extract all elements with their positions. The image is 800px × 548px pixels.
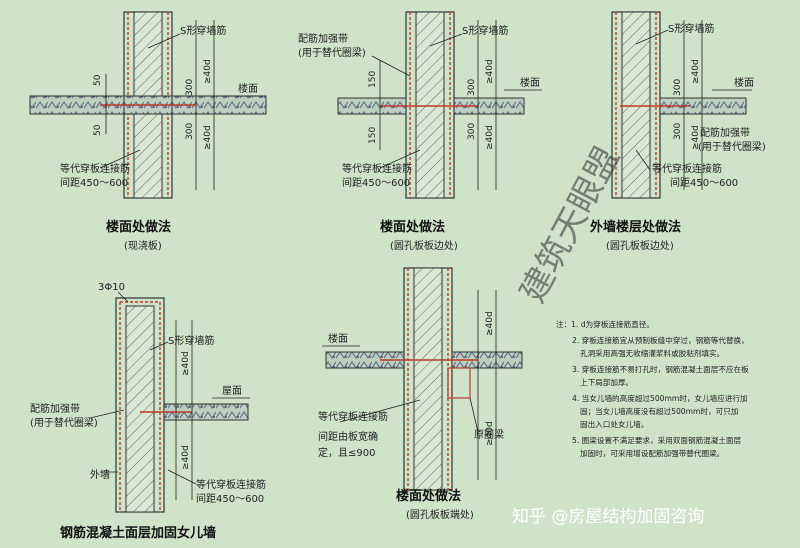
note-line: 固；当女儿墙高度没有超过500mm时，可只加 [580, 406, 738, 416]
label-band: 配筋加强带 [30, 402, 80, 415]
note-line: 加固时，可采用增设配筋加强带替代圈梁。 [580, 448, 724, 458]
label-band-sub: (用于替代圈梁) [698, 140, 766, 153]
label-floor: 楼面 [520, 76, 540, 89]
note-line: 5. 圈梁设置不满足要求，采用双面钢筋混凝土面层 [572, 435, 742, 445]
label-floor: 楼面 [734, 76, 754, 89]
label-spacing-1: 间距由板宽确 [318, 430, 378, 443]
label-band-sub: (用于替代圈梁) [30, 416, 98, 429]
label-tie-bar: 等代穿板连接筋 [652, 162, 722, 175]
caption: 楼面处做法 [106, 219, 171, 235]
label-spacing: 间距450～600 [60, 176, 128, 189]
detail-4: ≥40d ≥40d 3Φ10 S形穿墙筋 屋面 配筋加强带 (用于替代圈梁) 外… [30, 282, 266, 541]
caption: 楼面处做法 [380, 219, 445, 235]
notes-block: 注：1. d为穿板连接筋直径。 2. 穿板连接筋宜从预制板缝中穿过，钢筋等代替换… [556, 319, 749, 458]
wall-core [621, 11, 651, 199]
label-s-bar: S形穿墙筋 [462, 24, 508, 37]
label-spacing: 间距450～600 [342, 176, 410, 189]
dim-40d-top: ≥40d [181, 351, 191, 376]
dim-300-bottom: 300 [673, 123, 683, 140]
note-line: 孔洞采用高强无收缩灌浆料或胶粘剂填实。 [580, 348, 724, 358]
dim-150-top: 150 [368, 71, 378, 88]
note-line: 固出入口处女儿墙。 [580, 419, 648, 429]
label-tie-bar: 等代穿板连接筋 [342, 162, 412, 175]
detail-1: 50 50 300 300 ≥40d ≥40d S形穿墙筋 楼面 等代穿板连接筋… [29, 11, 267, 252]
label-s-bar: S形穿墙筋 [168, 334, 214, 347]
label-band: 配筋加强带 [700, 126, 750, 139]
dim-50-top: 50 [93, 74, 103, 86]
subcaption: (圆孔板板边处) [606, 239, 674, 252]
parapet-wall-core [125, 305, 155, 513]
label-tie-bar: 等代穿板连接筋 [318, 410, 388, 423]
dim-40d-top: ≥40d [203, 59, 213, 84]
dim-40d-top: ≥40d [691, 59, 701, 84]
label-floor: 楼面 [238, 82, 258, 95]
label-rebar: 3Φ10 [98, 282, 125, 293]
dim-300-bottom: 300 [467, 123, 477, 140]
label-spacing: 间距450～600 [196, 492, 264, 505]
note-line: 3. 穿板连接筋不易打孔时，钢筋混凝土面层不应在板 [572, 364, 749, 374]
ring-beam [447, 367, 471, 399]
label-ring-beam: 原圈梁 [474, 428, 504, 441]
detail-2: 150 150 300 300 ≥40d ≥40d 配筋加强带 (用于替代圈梁)… [298, 11, 542, 252]
label-spacing-2: 定，且≤900 [318, 446, 375, 459]
subcaption: (现浇板) [124, 239, 162, 252]
caption: 楼面处做法 [396, 488, 461, 504]
label-band: 配筋加强带 [298, 32, 348, 45]
label-tie-bar: 等代穿板连接筋 [60, 162, 130, 175]
dim-300-top: 300 [673, 79, 683, 96]
note-line: 4. 当女儿墙的高度超过500mm时，女儿墙应进行加 [572, 393, 748, 403]
wall-core [415, 11, 445, 199]
label-floor: 楼面 [328, 332, 348, 345]
caption: 钢筋混凝土面层加固女儿墙 [60, 525, 216, 541]
label-ext-wall: 外墙 [90, 468, 110, 481]
dim-50-bottom: 50 [93, 124, 103, 136]
dim-300-top: 300 [185, 79, 195, 96]
dim-40d-bottom: ≥40d [485, 125, 495, 150]
subcaption: (圆孔板板边处) [390, 239, 458, 252]
dim-40d-bottom: ≥40d [485, 421, 495, 446]
dim-40d-top: ≥40d [485, 59, 495, 84]
dim-300-top: 300 [467, 79, 477, 96]
dim-150-bottom: 150 [368, 127, 378, 144]
label-roof: 屋面 [222, 385, 242, 397]
detail-3: 300 300 ≥40d ≥40d S形穿墙筋 楼面 配筋加强带 (用于替代圈梁… [589, 11, 766, 252]
dim-40d-top: ≥40d [485, 311, 495, 336]
dim-40d-bottom: ≥40d [181, 445, 191, 470]
label-spacing: 间距450～600 [670, 176, 738, 189]
label-band-sub: (用于替代圈梁) [298, 46, 366, 59]
label-tie-bar: 等代穿板连接筋 [196, 478, 266, 491]
note-line: 2. 穿板连接筋宜从预制板缝中穿过，钢筋等代替换， [572, 335, 749, 345]
dim-40d-bottom: ≥40d [203, 125, 213, 150]
dim-300-bottom: 300 [185, 123, 195, 140]
caption: 外墙楼层处做法 [589, 219, 681, 235]
note-line: 注：1. d为穿板连接筋直径。 [556, 319, 654, 329]
note-line: 上下局部加厚。 [580, 377, 633, 387]
wall-core [413, 267, 443, 491]
dim-40d-bottom: ≥40d [691, 125, 701, 150]
detail-5: ≥40d ≥40d 楼面 等代穿板连接筋 间距由板宽确 定，且≤900 原圈梁 … [318, 267, 523, 521]
credit-text: 知乎 @房屋结构加固咨询 [512, 507, 704, 527]
label-s-bar: S形穿墙筋 [668, 22, 714, 35]
subcaption: (圆孔板板端处) [406, 508, 474, 521]
label-s-bar: S形穿墙筋 [180, 24, 226, 37]
